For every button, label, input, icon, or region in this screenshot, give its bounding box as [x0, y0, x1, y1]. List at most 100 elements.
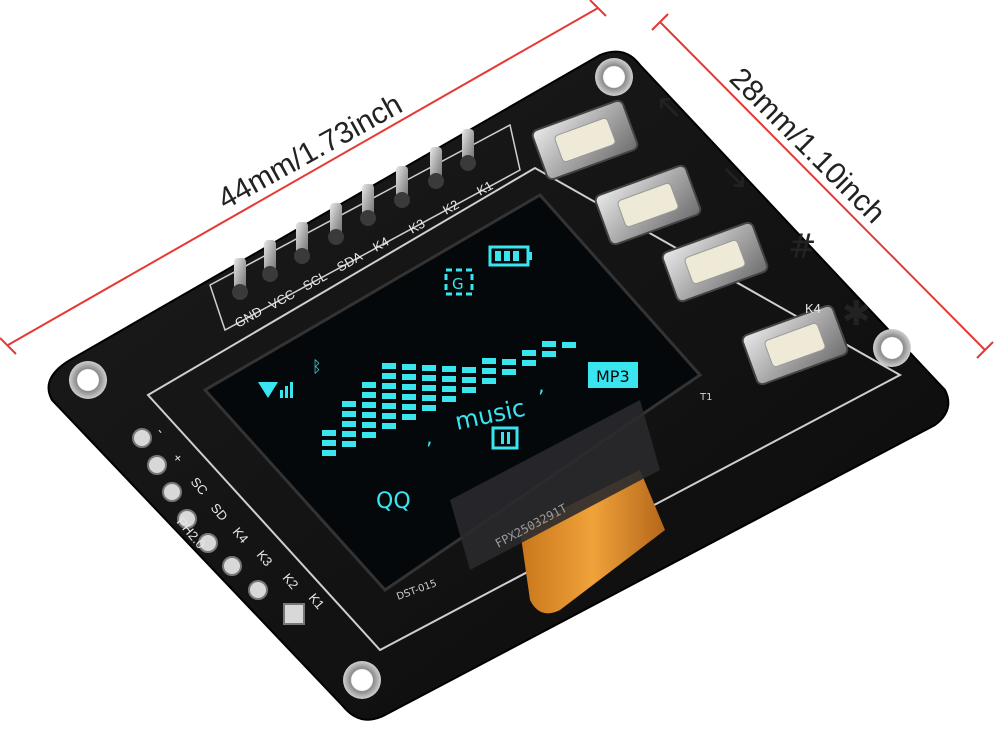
t1-label: T1	[699, 392, 712, 403]
equalizer-segment	[402, 364, 416, 370]
equalizer-segment	[462, 367, 476, 373]
side-pad-sd	[177, 509, 197, 529]
arrow-down-icon: ↘	[720, 157, 749, 197]
side-pad-plus	[147, 455, 167, 475]
equalizer-segment	[522, 360, 536, 366]
equalizer-segment	[542, 341, 556, 347]
equalizer-segment	[322, 450, 336, 456]
equalizer-segment	[502, 369, 516, 375]
width-dimension-tick-left	[0, 337, 17, 355]
header-pin-k4	[360, 184, 376, 226]
header-pin-gnd	[232, 258, 248, 300]
silkscreen-border	[146, 166, 903, 652]
flex-cable-cover	[450, 400, 660, 570]
equalizer-segment	[402, 414, 416, 420]
arrow-up-icon: ↖	[655, 87, 684, 127]
mp3-badge-text: MP3	[596, 367, 630, 386]
equalizer-segment	[322, 430, 336, 436]
mounting-hole-right	[873, 329, 911, 367]
equalizer-segment	[562, 342, 576, 348]
equalizer-segment	[422, 385, 436, 391]
gps-icon: G	[444, 268, 474, 296]
equalizer-segment	[402, 374, 416, 380]
equalizer-segment	[522, 350, 536, 356]
equalizer-segment	[322, 440, 336, 446]
header-silkscreen-box	[209, 123, 521, 332]
pin-label-k2: K2	[440, 197, 461, 218]
button-label-k4: K4	[805, 301, 821, 316]
equalizer-segment	[482, 368, 496, 374]
button-k2[interactable]	[594, 164, 702, 246]
asterisk-icon: ✱	[842, 294, 871, 334]
header-pin-k2	[428, 147, 444, 189]
equalizer-segment	[442, 386, 456, 392]
equalizer-segment	[442, 396, 456, 402]
equalizer-segment	[402, 404, 416, 410]
equalizer-segment	[482, 358, 496, 364]
header-pin-sda	[328, 203, 344, 245]
signal-icon	[258, 382, 293, 398]
pin-label-k1: K1	[474, 178, 495, 199]
equalizer-segment	[362, 432, 376, 438]
svg-text:G: G	[452, 275, 464, 293]
header-pin-vcc	[262, 240, 278, 282]
equalizer-segment	[342, 401, 356, 407]
equalizer-segment	[402, 384, 416, 390]
header-pin-row	[232, 129, 476, 300]
height-dimension-line	[659, 21, 986, 351]
pause-icon	[491, 426, 519, 450]
equalizer-segment	[362, 402, 376, 408]
equalizer-segment	[382, 373, 396, 379]
equalizer-segment	[442, 376, 456, 382]
bluetooth-icon: ᛒ	[312, 357, 322, 376]
pin-label-k4: K4	[370, 234, 391, 255]
width-dimension-line	[7, 7, 599, 346]
height-dimension-tick-bottom	[976, 341, 994, 359]
header-pin-k3	[394, 166, 410, 208]
equalizer-segment	[482, 378, 496, 384]
mounting-hole-bottom	[343, 661, 381, 699]
equalizer-segment	[502, 359, 516, 365]
equalizer-segment	[382, 383, 396, 389]
music-bracket-right: ‚	[538, 373, 544, 397]
equalizer-segment	[442, 366, 456, 372]
height-dimension-tick-top	[651, 13, 669, 31]
equalizer-segment	[382, 363, 396, 369]
header-pin-scl	[294, 222, 310, 264]
equalizer-segment	[362, 412, 376, 418]
flex-cable	[520, 470, 665, 614]
oled-display: FPX2503291T DST-015 T1 ᛒ G music ‚ ‚	[202, 193, 712, 614]
side-pad-k4	[198, 533, 218, 553]
equalizer-segment	[362, 422, 376, 428]
equalizer-segment	[422, 375, 436, 381]
oled-glass	[202, 193, 703, 592]
side-pad-k1	[283, 603, 305, 625]
width-dimension-tick-right	[589, 0, 607, 17]
button-column: ↖ ↘ # ✱ K4	[531, 87, 871, 386]
equalizer-segment	[362, 392, 376, 398]
equalizer-segment	[382, 423, 396, 429]
side-pad-k2	[248, 580, 268, 600]
equalizer-segment	[342, 441, 356, 447]
button-k1[interactable]	[531, 99, 639, 181]
side-pad-minus	[132, 428, 152, 448]
button-k3[interactable]	[661, 221, 769, 303]
qq-label: QQ	[376, 489, 411, 514]
button-k4[interactable]	[741, 304, 849, 386]
side-pad-sc	[162, 482, 182, 502]
mounting-hole-top	[595, 58, 633, 96]
side-pad-k3	[222, 556, 242, 576]
mp3-badge: MP3	[588, 362, 638, 388]
equalizer-segment	[402, 394, 416, 400]
mounting-hole-left	[69, 361, 107, 399]
equalizer-segment	[382, 413, 396, 419]
equalizer-segment	[542, 351, 556, 357]
hash-icon: #	[788, 227, 817, 267]
music-bracket-left: ‚	[426, 425, 432, 449]
equalizer-segment	[342, 411, 356, 417]
equalizer-segment	[342, 421, 356, 427]
equalizer-segment	[382, 403, 396, 409]
pin-label-k3: K3	[406, 216, 427, 237]
equalizer-segment	[462, 387, 476, 393]
